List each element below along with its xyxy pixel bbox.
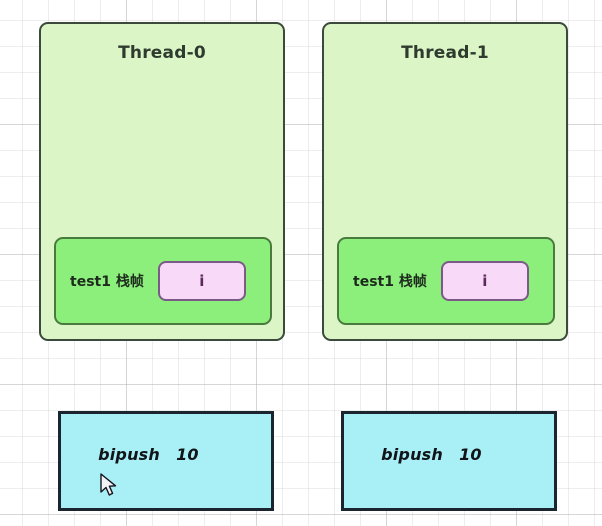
stack-frame-box-0[interactable]: test1 栈帧 i <box>54 237 272 325</box>
bytecode-line: istore_0 <box>75 489 271 508</box>
thread-title-0: Thread-0 <box>118 43 206 63</box>
bytecode-line: bipush 10 <box>75 420 271 489</box>
bytecode-operand: 10 <box>176 445 199 464</box>
thread-title-1: Thread-1 <box>401 43 489 63</box>
bytecode-line: istore_0 <box>358 489 554 508</box>
local-variable-name-1: i <box>482 272 488 290</box>
bytecode-line: bipush 10 <box>358 420 554 489</box>
stack-frame-box-1[interactable]: test1 栈帧 i <box>337 237 555 325</box>
local-variable-box-1[interactable]: i <box>440 261 529 301</box>
stack-frame-label-0: test1 栈帧 <box>70 274 144 290</box>
local-variable-box-0[interactable]: i <box>157 261 246 301</box>
thread-panel-1[interactable]: Thread-1 test1 栈帧 i <box>322 22 568 341</box>
thread-panel-0[interactable]: Thread-0 test1 栈帧 i <box>39 22 285 341</box>
bytecode-opcode: bipush <box>381 445 443 464</box>
local-variable-name-0: i <box>199 272 205 290</box>
stack-frame-label-1: test1 栈帧 <box>353 274 427 290</box>
bytecode-opcode: bipush <box>98 445 160 464</box>
bytecode-operand: 10 <box>459 445 482 464</box>
